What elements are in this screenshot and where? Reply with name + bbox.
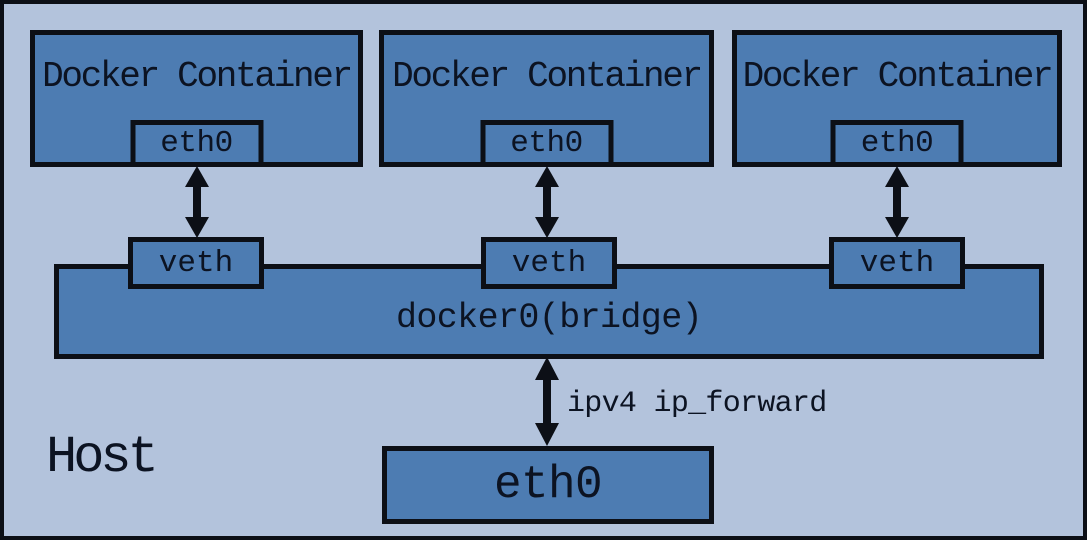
- veth-3-label: veth: [859, 245, 935, 281]
- double-arrow-icon-eth0-veth-3: [885, 166, 909, 238]
- container-2-eth0-box: eth0: [480, 120, 613, 167]
- veth-box-1: veth: [128, 237, 264, 289]
- double-arrow-icon-eth0-veth-2: [535, 166, 559, 238]
- host-eth0-box: eth0: [382, 446, 714, 524]
- double-arrow-icon-eth0-veth-1: [185, 166, 209, 238]
- docker-container-3-label: Docker Container: [742, 56, 1054, 97]
- ip-forward-label: ipv4 ip_forward: [567, 387, 827, 421]
- docker-container-3: Docker Container eth0: [732, 30, 1062, 167]
- veth-box-3: veth: [829, 237, 965, 289]
- docker-container-1-label: Docker Container: [42, 56, 353, 97]
- docker0-bridge-label: docker0(bridge): [395, 298, 703, 338]
- container-1-eth0-label: eth0: [160, 126, 233, 161]
- docker-container-1: Docker Container eth0: [30, 30, 363, 167]
- host-label: Host: [46, 428, 159, 487]
- veth-1-label: veth: [158, 245, 234, 281]
- host-eth0-label: eth0: [493, 459, 603, 511]
- container-1-eth0-box: eth0: [130, 120, 263, 167]
- docker-container-2: Docker Container eth0: [379, 30, 714, 167]
- double-arrow-icon-bridge-eth0: [535, 357, 559, 446]
- container-3-eth0-label: eth0: [860, 126, 934, 161]
- container-3-eth0-box: eth0: [830, 120, 964, 167]
- container-2-eth0-label: eth0: [510, 126, 583, 161]
- veth-box-2: veth: [481, 237, 617, 289]
- veth-2-label: veth: [511, 245, 587, 281]
- docker-container-2-label: Docker Container: [392, 56, 703, 97]
